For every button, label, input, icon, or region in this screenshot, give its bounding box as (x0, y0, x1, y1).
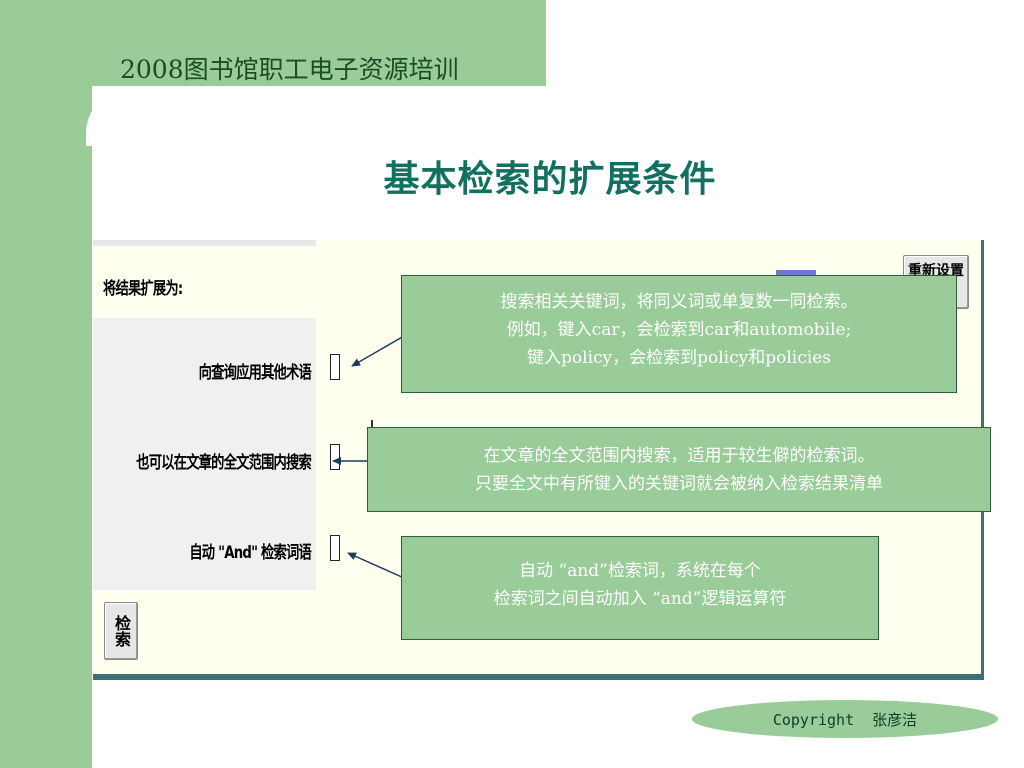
callout-related-terms: 搜索相关关键词，将同义词或单复数一同检索。 例如，键入car，会检索到car和a… (401, 275, 957, 393)
search-button[interactable]: 检索 (104, 602, 138, 660)
header-title: 2008图书馆职工电子资源培训 (120, 55, 459, 84)
fulltext-checkbox[interactable] (330, 444, 340, 470)
content-corner (86, 86, 546, 146)
option-label-fulltext: 也可以在文章的全文范围内搜索 (136, 453, 312, 473)
callout-line: 检索词之间自动加入 “and”逻辑运算符 (493, 589, 787, 609)
callout-line: 键入policy，会检索到policy和policies (527, 348, 831, 368)
top-decor-band (0, 0, 546, 86)
callout-line: 搜索相关关键词，将同义词或单复数一同检索。 (500, 292, 858, 312)
option-label-related-terms: 向查询应用其他术语 (198, 363, 312, 383)
auto-and-checkbox[interactable] (330, 535, 340, 561)
slide-title: 基本检索的扩展条件 (383, 158, 717, 200)
related-terms-checkbox[interactable] (330, 354, 340, 380)
options-label-column (93, 318, 316, 590)
callout-fulltext: 在文章的全文范围内搜索，适用于较生僻的检索词。 只要全文中有所键入的关键词就会被… (367, 427, 991, 512)
callout-line: 在文章的全文范围内搜索，适用于较生僻的检索词。 (483, 446, 875, 466)
option-label-auto-and: 自动 "And" 检索词语 (189, 543, 311, 563)
left-decor-band (0, 0, 92, 768)
expand-results-label: 将结果扩展为: (103, 279, 183, 299)
callout-line: 例如，键入car，会检索到car和automobile; (506, 320, 852, 340)
callout-auto-and: 自动 “and”检索词，系统在每个 检索词之间自动加入 “and”逻辑运算符 (401, 536, 879, 640)
panel-top-strip (93, 240, 316, 246)
callout-line: 自动 “and”检索词，系统在每个 (519, 561, 761, 581)
text-cursor (371, 420, 373, 430)
copyright-badge: Copyright 张彦洁 (692, 700, 998, 738)
callout-line: 只要全文中有所键入的关键词就会被纳入检索结果清单 (475, 474, 883, 494)
